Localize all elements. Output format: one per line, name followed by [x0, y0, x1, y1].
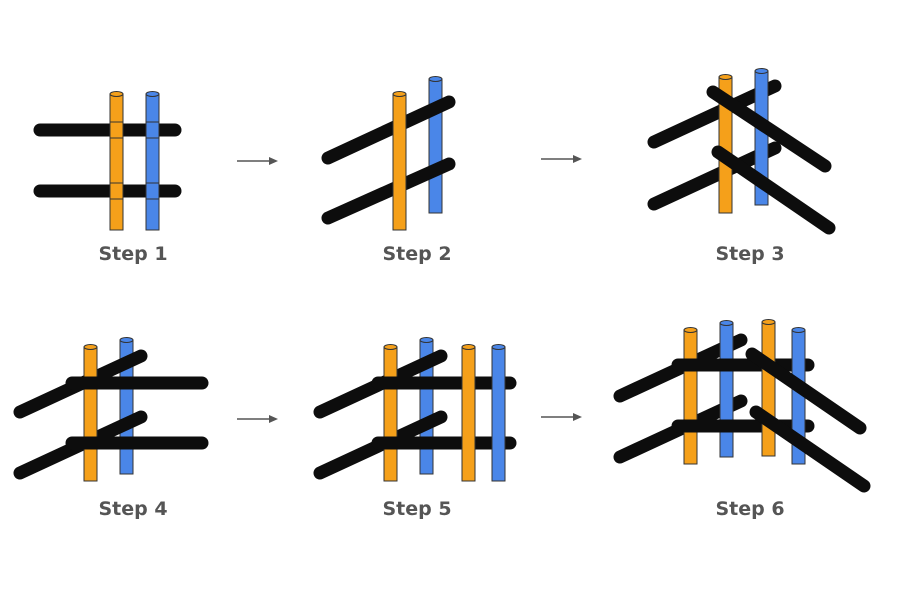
step-4-illustration [13, 337, 209, 482]
step-5-label: Step 5 [382, 498, 452, 520]
black-rod [321, 95, 456, 165]
step-6-illustration [613, 319, 871, 493]
black-rod [745, 347, 867, 435]
right-arrow-icon [541, 413, 582, 421]
right-arrow-icon [237, 415, 278, 423]
black-rod [711, 145, 836, 235]
orange-rod [718, 74, 733, 214]
orange-rod [761, 319, 776, 457]
orange-rod [83, 344, 98, 482]
black-rod [706, 85, 832, 173]
step-4-label: Step 4 [98, 498, 168, 520]
step-2-illustration [321, 76, 456, 231]
step-3-label: Step 3 [715, 243, 785, 265]
step-1-illustration [33, 91, 182, 231]
step-3-illustration [647, 68, 836, 235]
blue-rod [719, 320, 734, 458]
step-2-label: Step 2 [382, 243, 452, 265]
blue-rod [754, 68, 769, 206]
step-5-illustration [313, 337, 517, 482]
blue-rod [145, 91, 160, 231]
blue-rod [791, 327, 806, 465]
blue-rod [491, 344, 506, 482]
step-6-label: Step 6 [715, 498, 785, 520]
black-rod [749, 405, 871, 493]
black-rod [321, 157, 456, 225]
orange-rod [461, 344, 476, 482]
right-arrow-icon [541, 155, 582, 163]
orange-rod [683, 327, 698, 465]
orange-rod [383, 344, 398, 482]
step-1-label: Step 1 [98, 243, 168, 265]
right-arrow-icon [237, 157, 278, 165]
orange-rod [392, 91, 407, 231]
orange-rod [109, 91, 124, 231]
blue-rod [428, 76, 443, 214]
